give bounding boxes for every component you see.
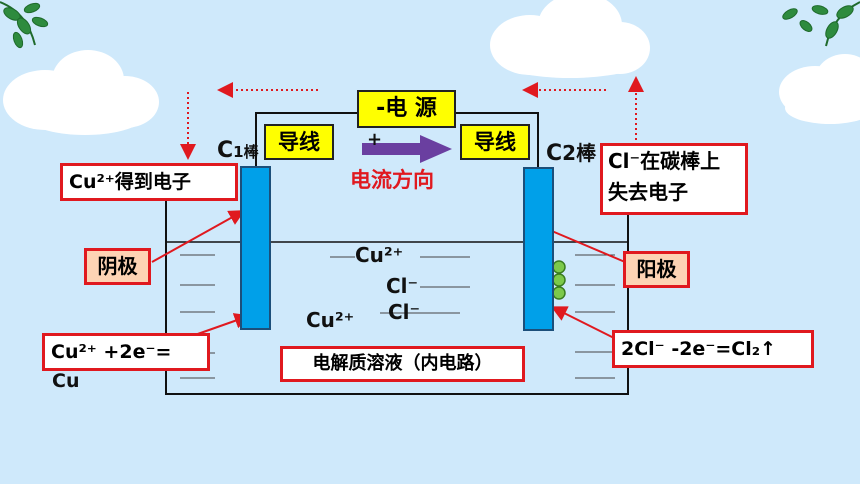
wire-label-right: 导线 <box>460 124 530 160</box>
pointer-cathode <box>151 210 245 263</box>
electrode-c1 <box>240 166 271 330</box>
wire-label-left: 导线 <box>264 124 334 160</box>
ion-cl-2: Cl⁻ <box>388 300 421 324</box>
anode-note-line1: Cl⁻在碳棒上 <box>608 149 721 173</box>
gas-bubble-icon <box>552 286 566 300</box>
plus-sign: + <box>367 129 383 150</box>
gas-bubble-icon <box>552 273 566 287</box>
cathode-equation: Cu²⁺ +2e⁻= <box>42 333 210 371</box>
rod-c1-label: C1棒 <box>217 138 259 163</box>
current-direction-label: 电流方向 <box>350 168 434 192</box>
leaf-branch-icon <box>782 1 860 47</box>
current-arrow-icon <box>362 135 452 163</box>
anode-label: 阳极 <box>623 251 690 288</box>
electrolyte-label: 电解质溶液（内电路） <box>280 346 525 382</box>
cloud-icon <box>3 50 159 135</box>
cathode-note: Cu²⁺得到电子 <box>60 163 238 201</box>
rod-c2-label: C2棒 <box>546 137 596 166</box>
pointer-anode <box>532 221 626 263</box>
cathode-label: 阴极 <box>84 248 151 285</box>
rod-c1-sub: 1棒 <box>233 143 259 161</box>
ion-cu-top: Cu²⁺ <box>355 243 404 267</box>
rod-c2-sub: 2棒 <box>562 141 597 165</box>
cathode-equation-line2: Cu <box>52 370 80 392</box>
electrode-c2 <box>523 167 554 331</box>
ion-cl-1: Cl⁻ <box>386 274 419 298</box>
wire-right <box>455 112 539 168</box>
beaker <box>165 190 629 395</box>
power-source-label: -电 源 <box>357 90 456 128</box>
anode-note: Cl⁻在碳棒上 失去电子 <box>600 143 748 215</box>
cloud-icon <box>779 54 860 124</box>
ion-cu-bottom: Cu²⁺ <box>306 308 355 332</box>
rod-c2-main: C <box>546 141 563 166</box>
anode-equation: 2Cl⁻ -2e⁻=Cl₂↑ <box>612 330 814 368</box>
gas-bubble-icon <box>552 260 566 274</box>
anode-note-line2: 失去电子 <box>608 180 688 204</box>
wire-left <box>255 112 358 168</box>
rod-c1-main: C <box>217 138 234 163</box>
cloud-icon <box>490 0 650 78</box>
leaf-branch-icon <box>0 1 49 49</box>
pointer-anode-equation <box>550 306 615 339</box>
